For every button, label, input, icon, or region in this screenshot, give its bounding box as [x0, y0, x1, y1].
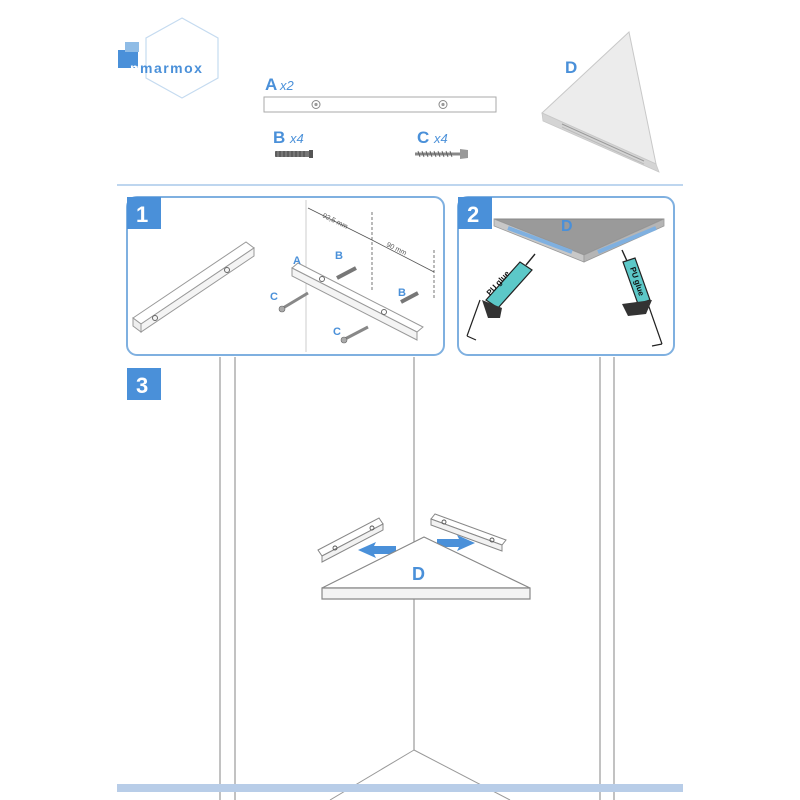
- step-1-label-b2: B: [398, 287, 406, 299]
- step-1-label-c1: C: [270, 291, 278, 303]
- step-3-number: 3: [136, 373, 148, 398]
- part-a-letter: A: [265, 75, 277, 94]
- step-2-label-d: D: [561, 218, 573, 235]
- brand-logo: m marmox: [118, 17, 219, 99]
- logo-hexagon: [145, 17, 219, 99]
- rail-right: [430, 513, 507, 552]
- part-b-qty: x4: [289, 131, 304, 146]
- logo-block-1: [118, 50, 138, 68]
- footer-bar: [117, 784, 683, 792]
- arrow-icon-left: [358, 542, 396, 558]
- arrow-icon-right: [437, 535, 475, 551]
- glue-strip-right: [597, 226, 657, 254]
- part-c-letter: C: [417, 128, 429, 147]
- step-3-badge: [127, 368, 161, 400]
- part-d-letter: D: [565, 58, 577, 77]
- step-1-label-a: A: [293, 255, 301, 267]
- step-3-panel: 3 D: [127, 357, 615, 800]
- step-1-label-b1: B: [335, 250, 343, 262]
- screw-icon: [278, 291, 369, 344]
- rail-left: [317, 517, 384, 563]
- glue-strip-left: [507, 226, 573, 254]
- brand-initial: m: [130, 60, 142, 76]
- step-1-frame: [126, 196, 445, 356]
- brand-name: marmox: [140, 60, 203, 76]
- part-b: B x4: [273, 128, 313, 158]
- wall-plug-icon: [275, 150, 313, 158]
- rail-perspective-left: [132, 241, 255, 333]
- step-2-badge: [458, 197, 492, 229]
- rail-perspective-right: [291, 262, 424, 341]
- logo-block-2: [125, 42, 139, 52]
- wall-plug-icon: [336, 266, 419, 304]
- step-1-number: 1: [136, 202, 148, 227]
- step-1-panel: 1 92,5 mm 90 mm A B B C C: [126, 196, 445, 356]
- corner-shelf: [321, 536, 531, 600]
- part-d: D: [541, 31, 660, 173]
- shelf-underside: [493, 218, 665, 263]
- step-1-label-c2: C: [333, 326, 341, 338]
- part-a: A x2: [263, 75, 497, 113]
- rail-bar: [263, 96, 497, 113]
- part-b-letter: B: [273, 128, 285, 147]
- step-3-label-d: D: [412, 564, 425, 584]
- part-c-qty: x4: [433, 131, 448, 146]
- part-a-qty: x2: [279, 78, 295, 93]
- glue-gun-icon: PU glue: [466, 253, 536, 341]
- part-c: C x4: [415, 128, 468, 159]
- step-2-number: 2: [467, 202, 479, 227]
- step-2-panel: 2 D PU glue PU glue: [457, 196, 675, 356]
- step-1-badge: [127, 197, 161, 229]
- corner-shelf-icon: [541, 31, 660, 173]
- screw-icon: [415, 149, 468, 159]
